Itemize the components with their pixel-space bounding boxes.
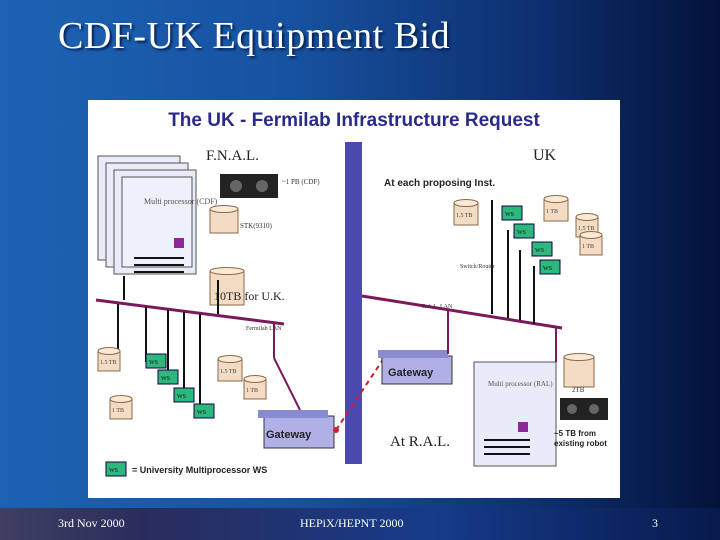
slide-title: CDF-UK Equipment Bid <box>58 15 451 57</box>
fnal-label: F.N.A.L. <box>206 148 259 164</box>
disk-stk-icon <box>209 205 239 234</box>
ral-lan-label: R.A.L. LAN <box>422 304 453 310</box>
ral-tape-label: ~5 TB from existing robot <box>554 429 607 448</box>
gateway-fnal: Gateway <box>258 410 335 449</box>
tape-label: ~1 PB (CDF) <box>282 178 320 186</box>
fermilab-lan-bus <box>95 298 285 326</box>
uk-disk-icons: 1.5 TB 1 TB 1.5 TB 1 TB <box>453 195 603 256</box>
uk-label: UK <box>533 147 557 164</box>
diagram-heading: The UK - Fermilab Infrastructure Request <box>168 110 540 131</box>
disk-icon: 1 TB <box>579 231 603 256</box>
fnal-ws-group: WS WS WS WS <box>145 353 215 419</box>
ws-label: WS <box>177 394 186 400</box>
disk-icon-label: 1.5 TB <box>578 226 595 232</box>
ws-label: WS <box>197 410 206 416</box>
cdf-mp-label: Multi processor (CDF) <box>144 197 218 206</box>
ws-label: WS <box>161 376 170 382</box>
ws-label: WS <box>149 360 158 366</box>
switch-label: Switch/Router <box>460 264 495 270</box>
disk-icon <box>209 267 245 306</box>
ws-label: WS <box>543 266 552 272</box>
ral-multiprocessor: Multi processor (RAL) <box>473 361 557 467</box>
ws-label: WS <box>109 468 118 474</box>
gateway-fnal-label: Gateway <box>266 429 312 441</box>
footer-bar <box>0 508 720 540</box>
disk-icon: 1.5 TB <box>97 347 121 372</box>
disk-icon-label: 1 TB <box>112 408 124 414</box>
footer-page-number: 3 <box>652 516 658 530</box>
ws-label: WS <box>505 212 514 218</box>
disk-icon <box>563 353 595 388</box>
divider-pillar <box>345 142 362 464</box>
storage-10tb-label: 10TB for U.K. <box>214 289 285 303</box>
footer-conference: HEPiX/HEPNT 2000 <box>300 516 404 530</box>
diagram-panel: The UK - Fermilab Infrastructure Request… <box>88 100 620 498</box>
proposing-label: At each proposing Inst. <box>384 178 495 189</box>
fermilab-lan-label: Fermilab LAN <box>246 326 282 332</box>
cdf-multiprocessor: Multi processor (CDF) <box>97 155 218 275</box>
legend-text: = University Multiprocessor WS <box>132 465 267 475</box>
disk-icon: 1.5 TB <box>217 355 243 382</box>
gateway-ral: Gateway <box>378 350 453 385</box>
ral-tape-robot-icon <box>560 398 608 420</box>
disk-stk-label: STK(9310) <box>240 222 273 230</box>
gateway-ral-label: Gateway <box>388 367 434 379</box>
disk-icon-label: 1 TB <box>582 244 594 250</box>
uk-ws-group: WS WS WS WS <box>501 205 561 275</box>
transatlantic-link <box>335 357 385 431</box>
disk-icon <box>209 205 239 234</box>
disk-icon-label: 1 TB <box>546 209 558 215</box>
disk-icon-label: 1.5 TB <box>456 213 473 219</box>
fnal-disk-icons: 1.5 TB 1.5 TB 1 TB 1 TB <box>97 347 267 420</box>
disk-icon: 1 TB <box>109 395 133 420</box>
fnal-ws-lines <box>117 304 201 412</box>
disk-icon: 1 TB <box>543 195 569 222</box>
disk-icon-label: 1.5 TB <box>100 360 117 366</box>
infrastructure-diagram: The UK - Fermilab Infrastructure Request… <box>95 110 608 477</box>
ral-mp-label: Multi processor (RAL) <box>488 380 553 388</box>
ral-lan-bus <box>361 294 563 330</box>
ral-disk-icon <box>563 353 595 388</box>
ws-label: WS <box>517 230 526 236</box>
at-ral-label: At R.A.L. <box>390 434 450 450</box>
disk-icon: 1.5 TB <box>453 199 479 226</box>
disk-icon-label: 1.5 TB <box>220 369 237 375</box>
ral-disk-label: 2TB <box>572 386 585 394</box>
disk-10tb-icon <box>209 267 245 306</box>
footer-date: 3rd Nov 2000 <box>58 516 125 530</box>
disk-icon: 1 TB <box>243 375 267 400</box>
disk-icon-label: 1 TB <box>246 388 258 394</box>
tape-robot-icon <box>220 174 278 198</box>
ws-label: WS <box>535 248 544 254</box>
legend-ws-swatch <box>105 461 127 477</box>
